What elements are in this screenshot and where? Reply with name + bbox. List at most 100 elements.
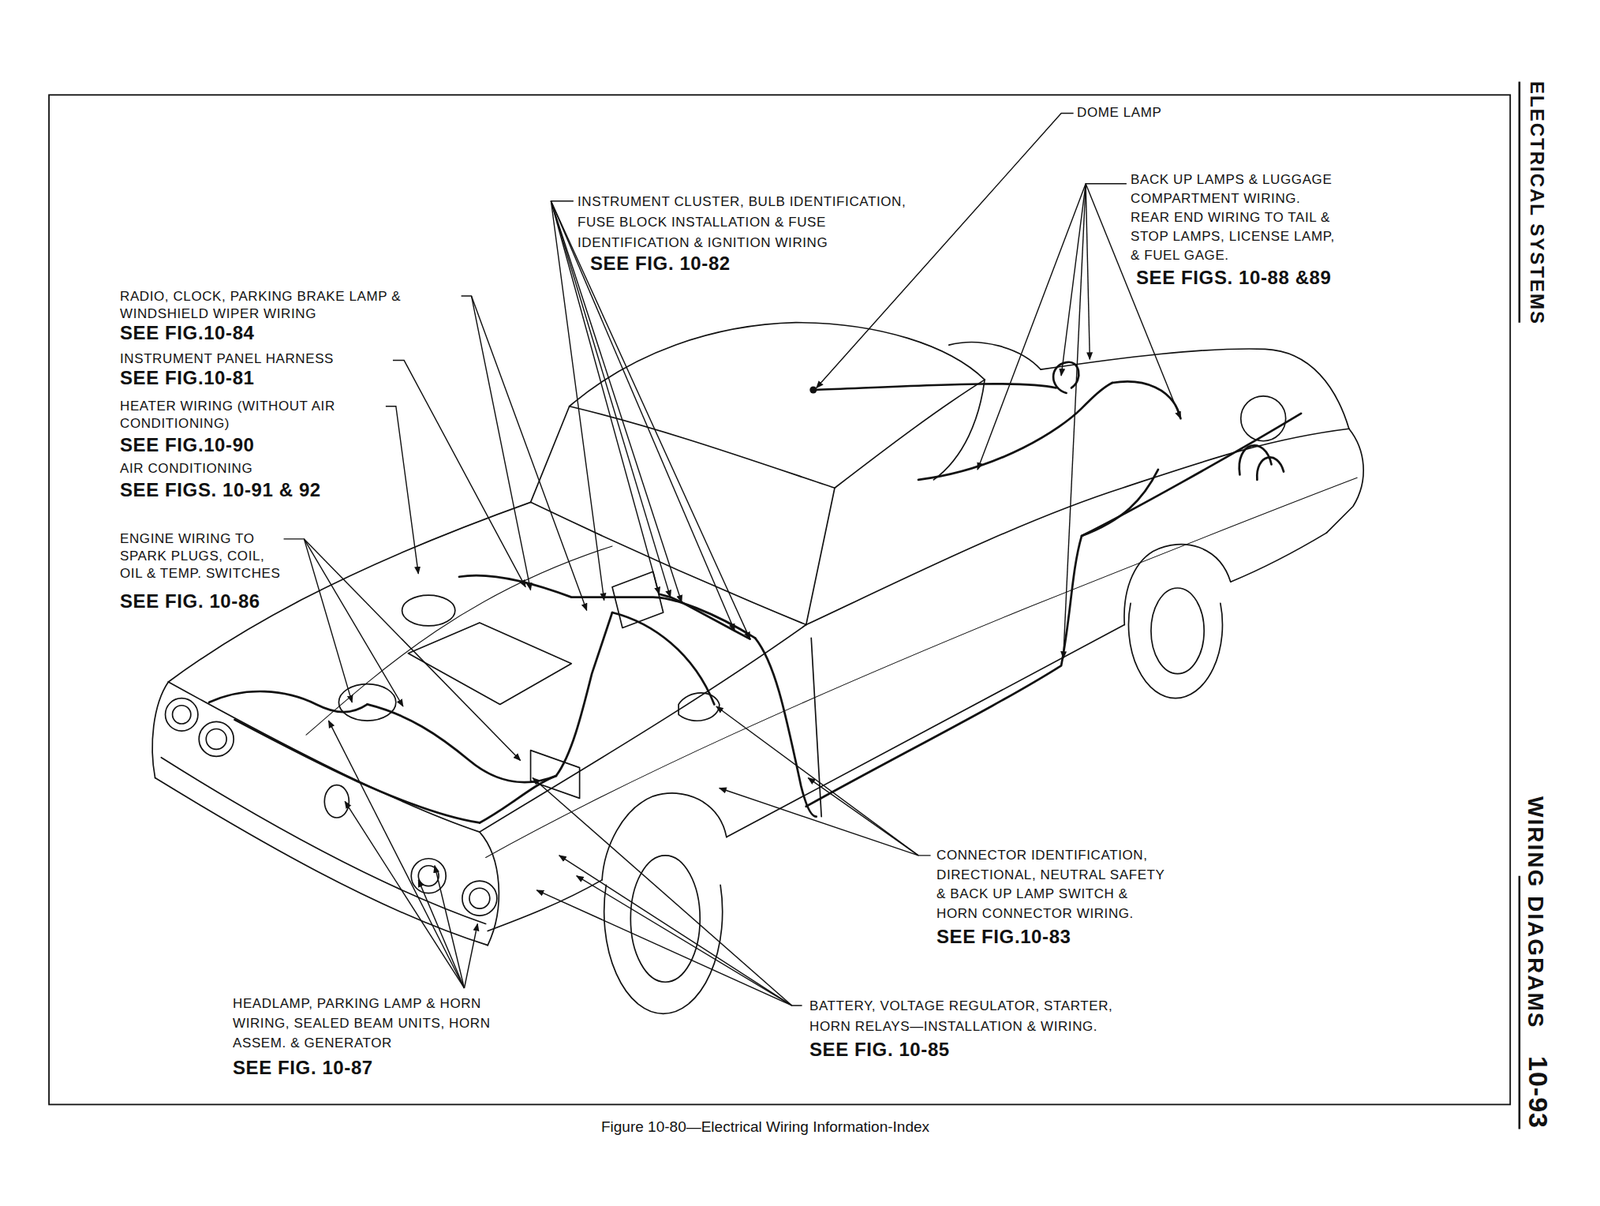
wiring-harness [209, 362, 1301, 823]
figure-frame [48, 94, 1511, 1104]
leader-line [1063, 183, 1086, 658]
leader-line [719, 787, 931, 855]
wiring-harness [1112, 381, 1182, 419]
leader-line [463, 923, 478, 987]
wiring-harness [918, 382, 1113, 480]
car-body [165, 698, 199, 731]
car-body [678, 692, 720, 721]
figure-frame [1518, 81, 1522, 322]
leader-line [536, 889, 792, 1006]
page-header: WIRING DIAGRAMS [1522, 796, 1548, 1029]
car-body [168, 681, 479, 832]
figure-reference: SEE FIGS. 10-88 &89 [1136, 266, 1332, 289]
callout-text: AIR CONDITIONING [119, 459, 357, 478]
figure-frame [48, 81, 1520, 1129]
car-body [172, 705, 191, 724]
car-body [530, 501, 807, 625]
leader-line [284, 113, 1182, 1006]
wheel [630, 855, 700, 982]
car-body [530, 750, 580, 799]
car-body [569, 322, 985, 407]
leader-line [385, 406, 419, 574]
wiring-harness [813, 383, 1057, 390]
figure-reference: SEE FIGS. 10-91 & 92 [119, 478, 322, 501]
leader-line [303, 538, 520, 761]
car-body [487, 879, 602, 931]
callout-text: BACK UP LAMPS & LUGGAGE COMPARTMENT WIRI… [1130, 170, 1342, 266]
body-crease [306, 545, 613, 735]
figure-reference: SEE FIG.10-81 [119, 366, 255, 389]
leader-line [1085, 183, 1090, 359]
car-body [933, 379, 985, 480]
wiring-harness [367, 703, 557, 782]
leader-line [392, 360, 526, 587]
car-body [411, 858, 446, 894]
figure-reference: SEE FIG. 10-87 [232, 1056, 374, 1079]
car-body [1040, 348, 1350, 429]
car-body [462, 880, 498, 916]
leader-line [1061, 183, 1086, 376]
car-body [726, 624, 1125, 838]
wheel [1128, 602, 1223, 698]
car-body [811, 637, 822, 816]
leader-line [328, 720, 464, 988]
car-body [569, 406, 835, 488]
car-body [155, 777, 489, 946]
leader-line [461, 295, 587, 610]
figure-reference: SEE FIG. 10-82 [590, 252, 731, 275]
car-body [806, 428, 1350, 625]
figure-reference: SEE FIG.10-84 [119, 321, 255, 344]
callout-text: ENGINE WIRING TO SPARK PLUGS, COIL, OIL … [119, 530, 288, 583]
wiring-harness [659, 594, 751, 640]
car-body [407, 622, 572, 704]
wiring-harness [556, 612, 613, 776]
leader-line [716, 706, 919, 856]
car-body [601, 792, 727, 880]
callout-text: CONNECTOR IDENTIFICATION, DIRECTIONAL, N… [936, 845, 1171, 924]
car-body [469, 887, 490, 909]
page-header: ELECTRICAL SYSTEMS [1525, 81, 1548, 326]
callout-text: RADIO, CLOCK, PARKING BRAKE LAMP & WINDS… [119, 287, 452, 323]
car-body [152, 322, 1364, 946]
leader-line [418, 879, 464, 988]
leader-line [816, 113, 1074, 389]
car-body [949, 342, 1041, 371]
leader-line [344, 800, 464, 988]
wiring-harness [1053, 362, 1079, 393]
wiring-harness [809, 386, 817, 394]
wiring-harness [459, 575, 756, 638]
page-header: 10-93 [1524, 1055, 1553, 1129]
body-crease [485, 477, 1358, 857]
leader-line [550, 201, 735, 632]
wheel [1151, 587, 1204, 674]
figure-reference: SEE FIG.10-83 [936, 925, 1072, 948]
callout-text: HEATER WIRING (WITHOUT AIR CONDITIONING) [119, 397, 381, 433]
callout-text: HEADLAMP, PARKING LAMP & HORN WIRING, SE… [232, 993, 501, 1053]
callout-text: DOME LAMP [1076, 102, 1235, 123]
callout-text: INSTRUMENT PANEL HARNESS [119, 350, 404, 368]
figure-frame [1518, 875, 1522, 1129]
car-body [1241, 396, 1286, 442]
body-crease [306, 477, 1358, 857]
car-body [1124, 544, 1231, 625]
car-body [1326, 428, 1364, 533]
leader-line [303, 538, 403, 707]
car-body [806, 487, 835, 625]
wiring-harness [612, 612, 715, 704]
figure-reference: SEE FIG.10-90 [119, 433, 255, 457]
wiring-harness [1256, 456, 1284, 479]
callout-text: INSTRUMENT CLUSTER, BULB IDENTIFICATION,… [577, 191, 925, 254]
car-body [402, 594, 456, 626]
wiring-harness [209, 691, 367, 712]
leader-line [284, 538, 353, 703]
leader-line [434, 865, 465, 988]
figure-reference: SEE FIG. 10-86 [119, 590, 261, 613]
callout-text: BATTERY, VOLTAGE REGULATOR, STARTER, HOR… [809, 995, 1141, 1037]
wiring-harness [806, 413, 1301, 807]
figure-caption: Figure 10-80—Electrical Wiring Informati… [601, 1117, 930, 1137]
car-body [1230, 532, 1328, 582]
car-body [152, 681, 169, 778]
car-body [530, 406, 570, 503]
leader-line [550, 201, 750, 640]
